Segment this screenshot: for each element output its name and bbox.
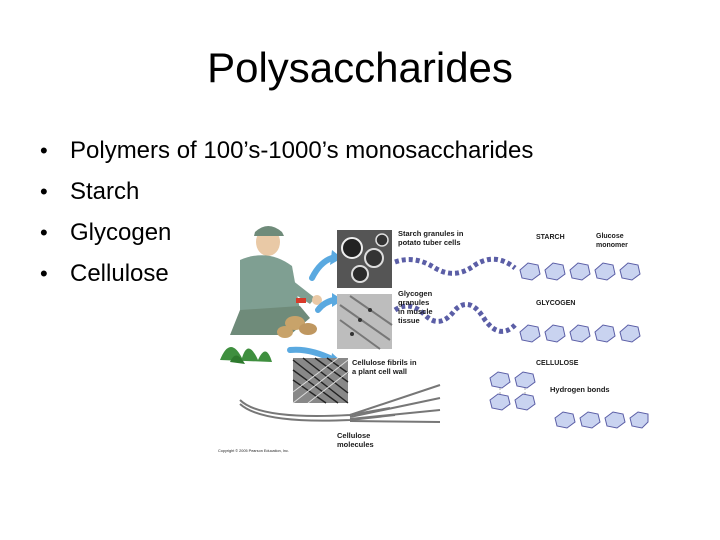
label-cellulose-fibrils-2: a plant cell wall: [352, 367, 407, 376]
label-hydrogen-bonds: Hydrogen bonds: [550, 385, 610, 394]
glycogen-micrograph: [337, 294, 393, 350]
label-cellulose-molecules-1: Cellulose: [337, 431, 370, 440]
bullet-list: • Polymers of 100’s-1000’s monosaccharide…: [40, 130, 533, 294]
label-starch: STARCH: [536, 234, 565, 241]
label-cellulose-molecules-2: molecules: [337, 440, 374, 449]
label-cellulose-fibrils-1: Cellulose fibrils in: [352, 358, 417, 367]
bullet-text: Cellulose: [70, 260, 169, 287]
label-copyright: Copyright © 2005 Pearson Education, Inc.: [218, 449, 289, 453]
cellulose-micrograph: [292, 357, 349, 404]
label-starch-granules-2: potato tuber cells: [398, 238, 461, 247]
polysaccharide-figure: Starch granules in potato tuber cells Gl…: [200, 210, 650, 460]
bullet-dot-icon: •: [40, 220, 48, 245]
bullet-text: Polymers of 100’s-1000’s monosaccharides: [70, 137, 534, 164]
label-glycogen-4: tissue: [398, 316, 420, 325]
bullet-dot-icon: •: [40, 261, 48, 286]
glycogen-chain: [393, 301, 641, 343]
bullet-item: • Starch: [40, 171, 533, 212]
starch-micrograph: [337, 230, 392, 288]
bullet-dot-icon: •: [40, 179, 48, 204]
cellulose-fiber: [239, 384, 441, 423]
bullet-text: Starch: [70, 178, 140, 205]
label-glucose-monomer-1: Glucose: [596, 233, 624, 240]
label-glycogen: GLYCOGEN: [536, 300, 575, 307]
figure-svg: Starch granules in potato tuber cells Gl…: [218, 226, 649, 453]
bullet-item: • Glycogen: [40, 212, 533, 253]
bullet-item: • Cellulose: [40, 253, 533, 294]
person-illustration: [220, 226, 322, 364]
label-glycogen-3: in muscle: [398, 307, 433, 316]
cellulose-chains: [489, 371, 649, 429]
figure-labels: Starch granules in potato tuber cells Gl…: [218, 229, 628, 453]
bullet-item: • Polymers of 100’s-1000’s monosaccharide…: [40, 130, 533, 171]
label-glycogen-1: Glycogen: [398, 289, 433, 298]
starch-chain: [394, 256, 641, 281]
bullet-text: Glycogen: [70, 219, 172, 246]
label-glycogen-2: granules: [398, 298, 429, 307]
label-glucose-monomer-2: monomer: [596, 242, 628, 249]
label-starch-granules-1: Starch granules in: [398, 229, 464, 238]
slide-title: Polysaccharides: [207, 44, 513, 91]
bullet-dot-icon: •: [40, 138, 48, 163]
label-cellulose: CELLULOSE: [536, 360, 579, 367]
